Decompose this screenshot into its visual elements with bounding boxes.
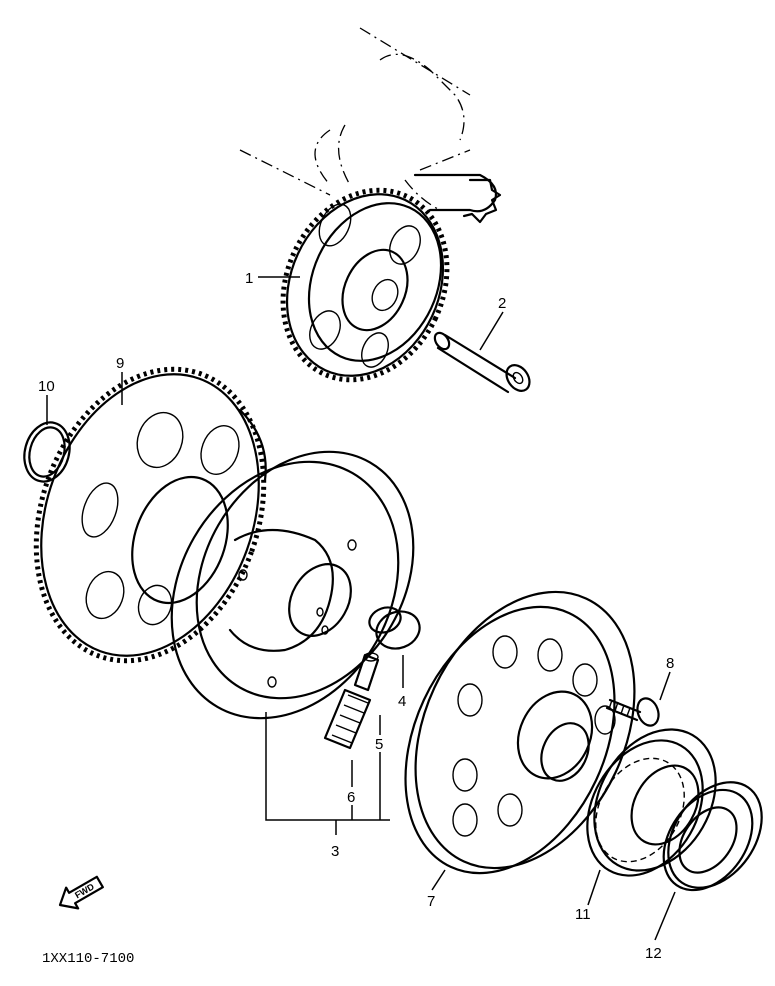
callout-10: 10 [38,378,55,395]
callout-9: 9 [116,355,124,372]
part-2-shaft-pin [433,331,531,394]
fwd-arrow-icon: FWD [58,875,104,910]
part-3-starter-clutch [170,450,415,720]
part-6-spring [323,688,372,750]
callout-6: 6 [347,789,355,806]
crankshaft-outline [239,27,471,211]
leader-lines [46,276,676,941]
callout-11: 11 [575,906,591,923]
callout-7: 7 [427,893,435,910]
callout-3: 3 [331,843,339,860]
part-7-clutch-plate [404,590,636,875]
callout-5: 5 [375,736,383,753]
part-5-plunger [353,652,380,692]
callout-4: 4 [398,693,406,710]
callout-2: 2 [498,295,506,312]
callout-8: 8 [666,655,674,672]
part-8-screw [605,697,660,727]
part-4-roller [368,606,421,650]
output-shaft [413,173,502,224]
part-11-bearing [586,728,717,877]
diagram-code: 1XX110-7100 [42,951,134,967]
part-12-oil-seal [662,781,763,892]
callout-12: 12 [645,945,662,962]
callout-1: 1 [245,270,253,287]
part-1-gear [280,187,450,383]
